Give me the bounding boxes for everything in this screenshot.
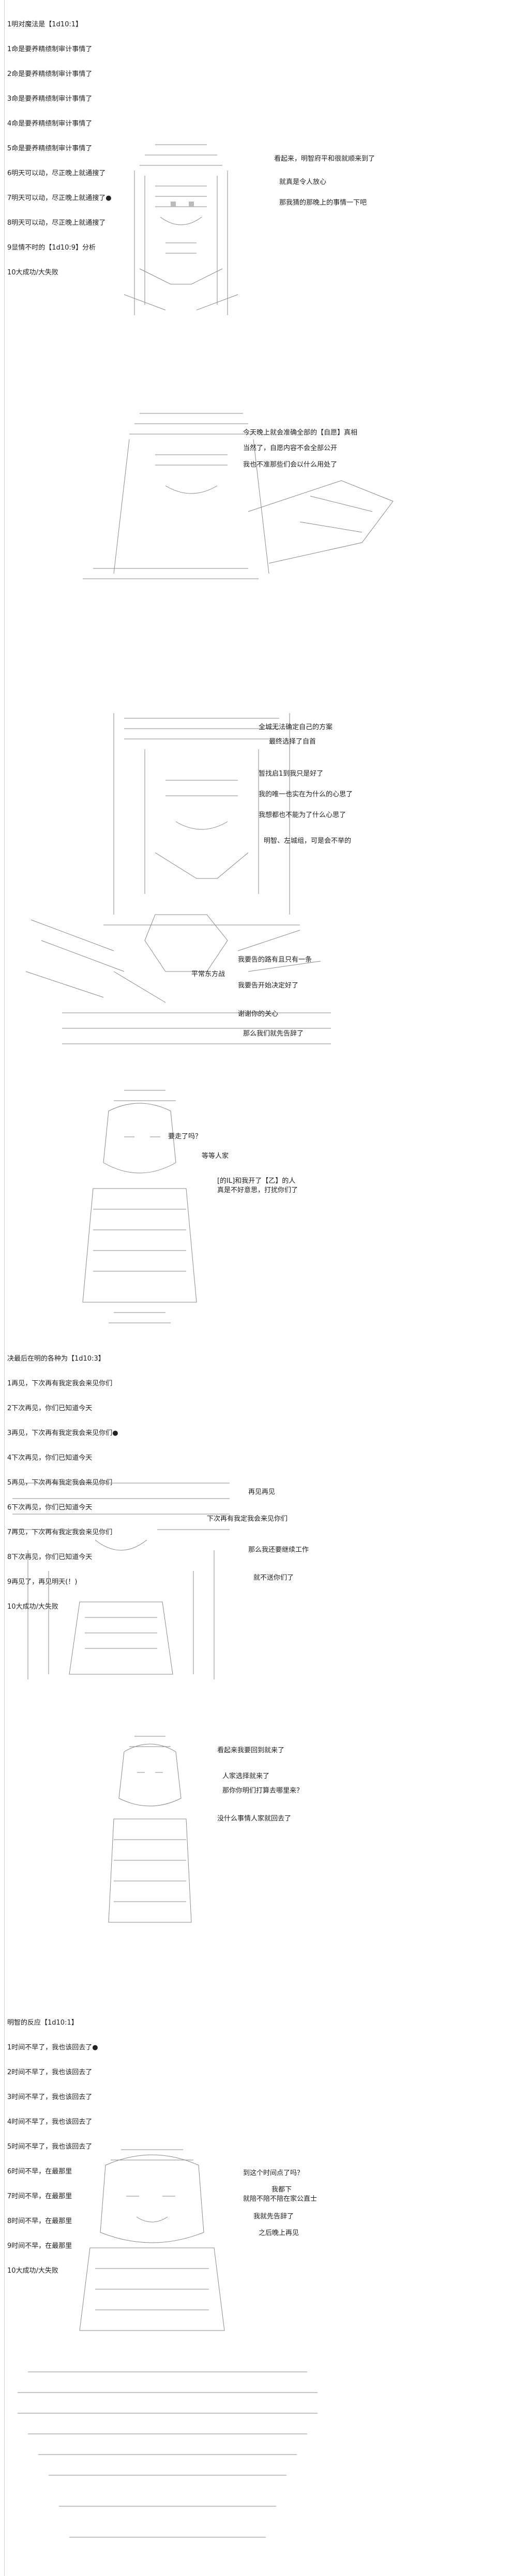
left-border xyxy=(4,0,5,2576)
dialog-line: 我要告开始决定好了 xyxy=(238,982,299,990)
ascii-art-figure-6 xyxy=(7,1478,235,1690)
dialog-line: 到这个时间点了吗？ xyxy=(243,2169,304,2177)
dialog-line: 就陪不陪不陪在家公直士 xyxy=(243,2195,318,2203)
list-line: 10大成功/大失败 xyxy=(7,1603,58,1611)
list-line: 4下次再见，你们已知道今天 xyxy=(7,1454,93,1462)
dialog-line: 等等人家 xyxy=(202,1152,229,1160)
dice-result-list-2: 决最后在明的各种为【1d10:3】 1再见，下次再有我定我会来见你们 2下次再见… xyxy=(7,1338,118,1619)
list-line: 9再见了，再见明天(！) xyxy=(7,1578,78,1586)
list-line: 10大成功/大失败 xyxy=(7,269,58,276)
dialog-line: 我的唯一也实在为什么的心思了 xyxy=(259,791,353,798)
dialog-line: 平常东方战 xyxy=(191,970,225,978)
dialog-line: 那我猜的那晚上的事情一下吧 xyxy=(279,199,367,207)
list-line: 3时间不早了，我也该回去了 xyxy=(7,2093,93,2101)
ascii-art-figure-4 xyxy=(10,909,341,1065)
list-line: 7时间不早，在最那里 xyxy=(7,2193,72,2200)
list-line: 8明天可以动，尽正晚上就通搜了 xyxy=(7,219,106,227)
dialog-line: 当然了，自愿内容不会全部公开 xyxy=(243,444,338,452)
list-line: 3命是要养精绩制审计事情了 xyxy=(7,95,93,103)
list-line: 6时间不早，在最那里 xyxy=(7,2168,72,2176)
dialog-line: 再见再见 xyxy=(248,1488,276,1496)
ascii-art-figure-3 xyxy=(93,708,321,935)
list-line: 7明天可以动，尽正晚上就通搜了● xyxy=(7,194,112,202)
list-line: 9时间不早，在最那里 xyxy=(7,2242,72,2250)
dialog-line: 之后晚上再见 xyxy=(259,2229,299,2237)
ascii-art-figure-5 xyxy=(62,1085,217,1333)
dialog-line: 就真是令人放心 xyxy=(279,178,327,186)
list-line: 5命是要养精绩制审计事情了 xyxy=(7,145,93,152)
list-line: 8下次再见，你们已知道今天 xyxy=(7,1553,93,1561)
dice-result-list-3: 明智的反应【1d10:1】 1时间不早了，我也该回去了● 2时间不早了，我也该回… xyxy=(7,2002,98,2284)
list-line: 4时间不早了，我也该回去了 xyxy=(7,2118,93,2126)
list-line: 1明对魔法是【1d10:1】 xyxy=(7,21,82,28)
dialog-line: 全城无法确定自己的方案 xyxy=(259,723,333,731)
list-line: 3再见，下次再有我定我会来见你们● xyxy=(7,1429,118,1437)
dialog-line: 那么我还要继续工作 xyxy=(248,1546,309,1554)
list-line: 决最后在明的各种为【1d10:3】 xyxy=(7,1355,105,1363)
dialog-line: [的IL]和我开了【乙】的人 xyxy=(217,1177,296,1185)
dialog-line: 今天晚上就会准确全部的【自愿】真相 xyxy=(243,429,358,437)
ascii-art-figure-1 xyxy=(93,140,269,331)
list-line: 2下次再见，你们已知道今天 xyxy=(7,1405,93,1412)
dice-result-list-1: 1明对魔法是【1d10:1】 1命是要养精绩制审计事情了 2命是要养精绩制审计事… xyxy=(7,4,112,285)
dialog-line: 那么我们就先告辞了 xyxy=(243,1030,304,1038)
list-line: 1时间不早了，我也该回去了● xyxy=(7,2044,98,2051)
list-line: 7再见，下次再有我定我会来见你们 xyxy=(7,1529,113,1536)
list-line: 5时间不早了，我也该回去了 xyxy=(7,2143,93,2151)
dialog-line: 下次再有我定我会来见你们 xyxy=(207,1515,288,1523)
list-line: 6下次再见，你们已知道今天 xyxy=(7,1504,93,1511)
dialog-line: 我要告的路有且只有一条 xyxy=(238,956,312,964)
list-line: 2时间不早了，我也该回去了 xyxy=(7,2069,93,2076)
dialog-line: 看起来我要回到就来了 xyxy=(217,1747,285,1754)
list-line: 9显情不时的【1d10:9】分析 xyxy=(7,244,96,252)
list-line: 4命是要养精绩制审计事情了 xyxy=(7,120,93,128)
list-line: 1再见，下次再有我定我会来见你们 xyxy=(7,1380,113,1387)
dialog-line: 人家选择就来了 xyxy=(222,1772,270,1780)
dialog-line: 没什么事情人家就回去了 xyxy=(217,1815,292,1823)
dialog-line: 我就先告辞了 xyxy=(253,2213,294,2220)
ascii-art-figure-2 xyxy=(52,408,424,594)
list-line: 6明天可以动，尽正晚上就通搜了 xyxy=(7,169,106,177)
ascii-art-figure-8 xyxy=(7,2145,338,2568)
dialog-line: 就不送你们了 xyxy=(253,1574,294,1582)
dialog-line: 看起来，明智府平和很就顺来到了 xyxy=(274,155,375,163)
list-line: 1命是要养精绩制审计事情了 xyxy=(7,45,93,53)
dialog-line: 最终选择了自首 xyxy=(269,738,316,746)
list-line: 2命是要养精绩制审计事情了 xyxy=(7,70,93,78)
dialog-line: 要走了吗？ xyxy=(168,1133,202,1140)
dialog-line: 我都下 xyxy=(271,2186,292,2194)
ascii-art-figure-7 xyxy=(98,1731,202,1933)
dialog-line: 明智、左城组，可是会不举的 xyxy=(264,837,352,845)
list-line: 明智的反应【1d10:1】 xyxy=(7,2019,78,2027)
dialog-line: 谢谢你的关心 xyxy=(238,1010,279,1018)
dialog-line: 真是不好意思，打扰你们了 xyxy=(217,1186,298,1194)
dialog-line: 我也不准那些们会以什么用处了 xyxy=(243,461,338,469)
list-line: 10大成功/大失败 xyxy=(7,2267,58,2275)
dialog-line: 那你你明们打算去哪里来？ xyxy=(222,1787,304,1795)
dialog-line: 我想都也不能为了什么心思了 xyxy=(259,811,346,819)
dialog-line: 暂找启1到我只是好了 xyxy=(259,770,324,778)
list-line: 8时间不早，在最那里 xyxy=(7,2217,72,2225)
